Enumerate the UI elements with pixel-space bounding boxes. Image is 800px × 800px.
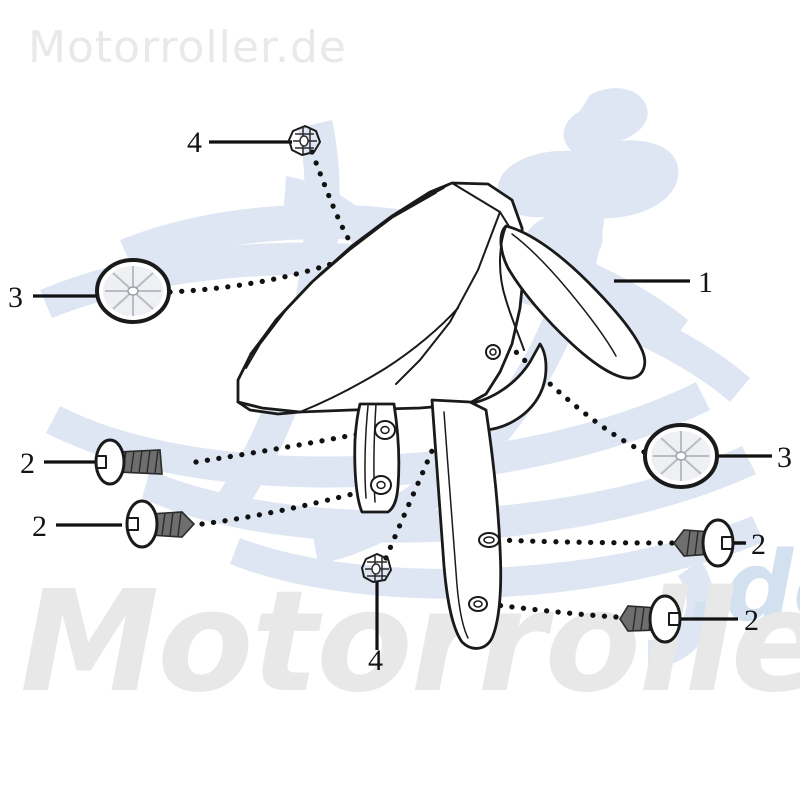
fender-hole-mid-inner <box>483 536 495 544</box>
bracket-hole-upper-inner <box>380 425 390 435</box>
screw-ru-slot <box>721 536 732 550</box>
callout-label-2-right-lower[interactable]: 2 <box>744 604 759 637</box>
part-nut-clip-bottom[interactable] <box>361 553 392 583</box>
fender-wing-join <box>499 225 525 351</box>
part-rivet-cap-right[interactable] <box>643 423 719 489</box>
callout-label-2-left-upper[interactable]: 2 <box>20 447 35 480</box>
callout-label-2-right-upper[interactable]: 2 <box>751 528 766 561</box>
nut-bottom-body <box>361 553 392 583</box>
fender-ridge-3 <box>249 192 437 355</box>
callout-label-1[interactable]: 1 <box>698 266 713 299</box>
watermark-bottom: Motorroller <box>20 561 800 724</box>
nut-top-hole <box>299 135 309 147</box>
part-screw-left-lower[interactable] <box>125 499 196 549</box>
fender-front-lip <box>236 400 302 416</box>
bracket-hole-upper <box>374 420 396 440</box>
rivet-cap-left-hub <box>127 286 139 296</box>
dotted-line-3-right <box>513 349 647 455</box>
part-screw-left-upper[interactable] <box>94 438 163 486</box>
part-nut-clip-top[interactable] <box>288 125 321 156</box>
callout-label-3-left[interactable]: 3 <box>8 281 23 314</box>
callout-label-4-bottom[interactable]: 4 <box>368 644 383 677</box>
screw-rl-slot <box>668 612 679 626</box>
fender-inner-edge <box>299 307 459 413</box>
bracket-hole-lower <box>370 475 392 495</box>
part-rivet-cap-left[interactable] <box>95 258 171 324</box>
fender-right-wing-crease <box>511 233 617 357</box>
screw-lu-slot <box>97 455 107 469</box>
dotted-line-2-right-upper <box>497 537 675 546</box>
fender-hole-lower <box>468 596 488 612</box>
rivet-cap-right-hub <box>675 451 687 461</box>
part-fender[interactable] <box>236 181 647 650</box>
fender-strut-crease <box>443 411 469 639</box>
fender-strut <box>430 398 503 650</box>
fender-center-crease <box>395 211 501 385</box>
screw-lu-head <box>94 438 126 486</box>
part-screw-right-lower[interactable] <box>619 594 682 644</box>
fender-right-wing <box>499 224 647 380</box>
callout-label-3-right[interactable]: 3 <box>777 441 792 474</box>
fender-hole-mid <box>478 532 500 548</box>
callout-label-2-left-lower[interactable]: 2 <box>32 510 47 543</box>
part-screw-right-upper[interactable] <box>672 518 735 568</box>
fender-hole-lower-inner <box>473 600 483 608</box>
screw-ll-slot <box>128 517 139 531</box>
fender-hole-upper <box>485 344 501 360</box>
fender-side-panel <box>466 342 548 432</box>
screw-ru-head <box>701 518 735 568</box>
bracket-hole-lower-inner <box>376 480 386 490</box>
fender-hole-upper-inner <box>489 348 497 356</box>
dotted-line-2-left-upper <box>193 427 381 465</box>
screw-ll-head <box>125 499 159 549</box>
nut-bottom-hole <box>371 563 381 575</box>
screw-rl-head <box>648 594 682 644</box>
watermark-top-left: Motorroller.de <box>28 22 347 73</box>
fender-bracket-crease <box>364 405 369 499</box>
callout-label-4-top[interactable]: 4 <box>187 126 202 159</box>
nut-top-body <box>288 125 321 156</box>
